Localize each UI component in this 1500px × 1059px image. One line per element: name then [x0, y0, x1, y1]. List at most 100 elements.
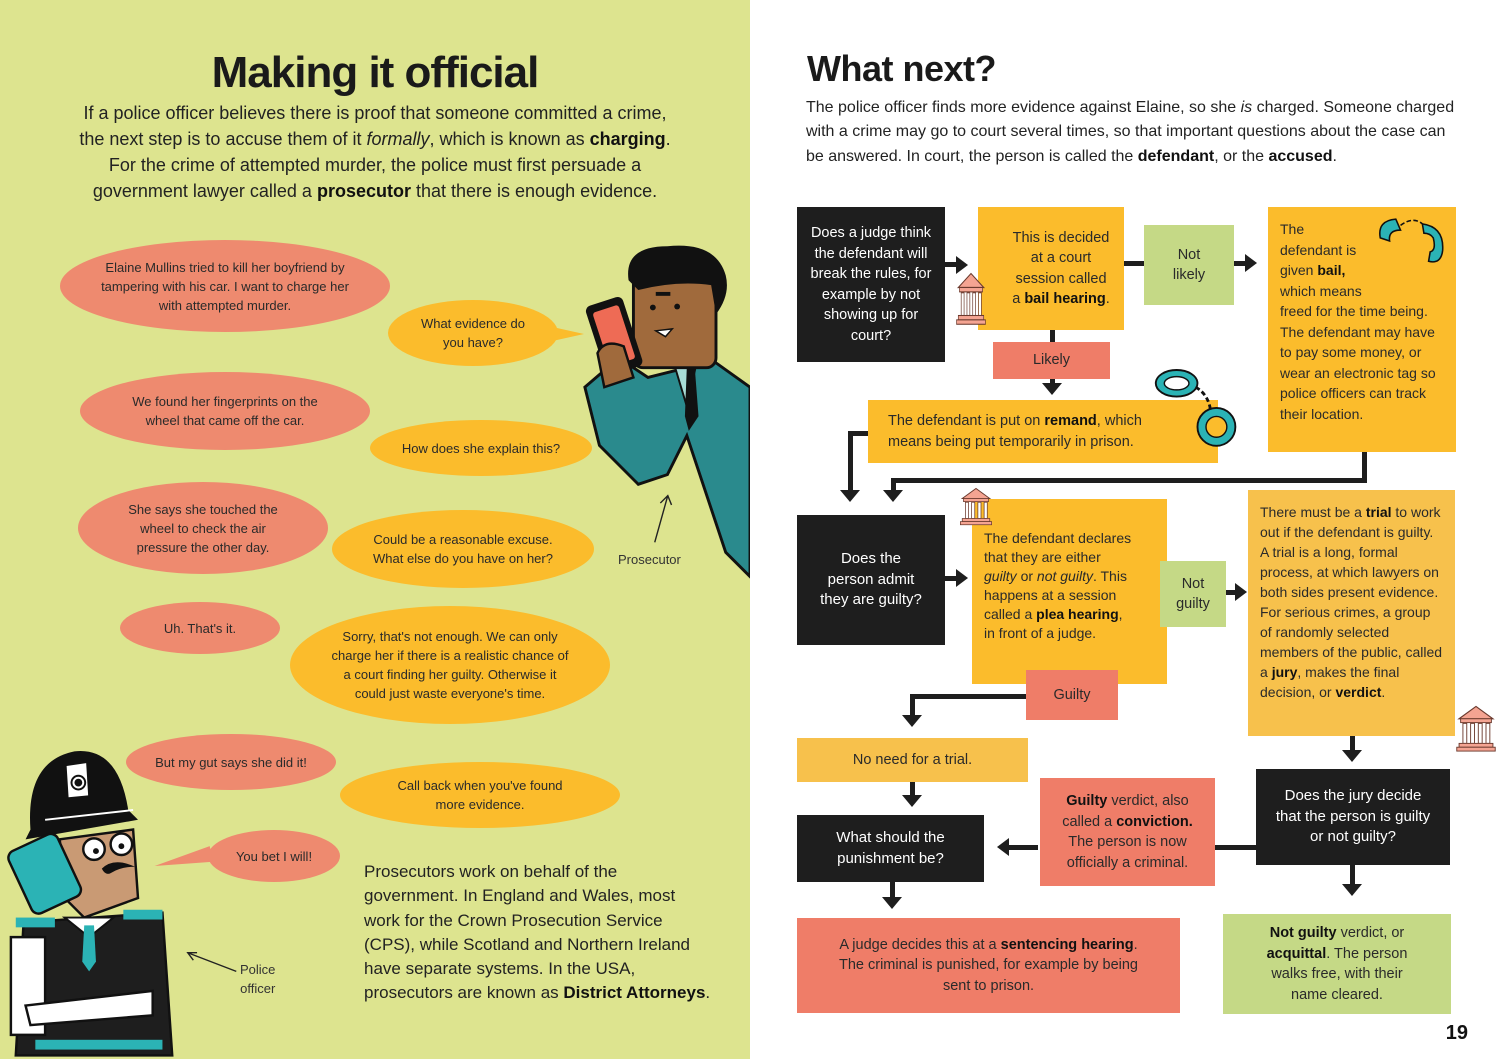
flow-question-bail: Does a judge think the defendant will br…	[797, 207, 945, 362]
arrow-down	[1042, 383, 1062, 395]
box-text: Guilty verdict, also called a conviction…	[1054, 791, 1201, 873]
term-charging: charging	[589, 129, 666, 149]
text: or	[1016, 568, 1037, 584]
footnote-text: .	[705, 983, 711, 1003]
term-verdict: verdict	[1335, 684, 1382, 700]
flow-guilty: Guilty	[1026, 670, 1118, 720]
box-text: Does a judge think the defendant will br…	[810, 225, 932, 344]
connector	[848, 431, 853, 491]
label-line: Police	[240, 962, 276, 977]
term-bail-hearing: bail hearing	[1024, 291, 1106, 307]
term-trial: trial	[1365, 504, 1392, 520]
text: The defendant declares that they are eit…	[984, 530, 1132, 565]
connector	[910, 694, 1026, 699]
police-officer-label: Police officer	[240, 960, 275, 998]
bubble-text: You bet I will!	[235, 848, 313, 864]
arrow-right	[956, 569, 968, 587]
bubble-text: But my gut says she did it!	[155, 754, 307, 770]
flow-bail-hearing: This is decided at a court session calle…	[978, 207, 1124, 330]
intro-left: If a police officer believes there is pr…	[30, 100, 720, 204]
flow-no-trial: No need for a trial.	[797, 738, 1028, 782]
intro-line: For the crime of attempted murder, the p…	[108, 155, 642, 175]
box-text: What should the punishment be?	[836, 829, 945, 867]
intro-line: that there is enough evidence.	[410, 181, 658, 201]
arrow-down	[883, 490, 903, 502]
flow-question-jury: Does the jury decide that the person is …	[1256, 769, 1450, 865]
box-text: The defendant is put on remand, which me…	[888, 411, 1146, 452]
term-acquittal: acquittal	[1266, 945, 1327, 962]
connector	[1215, 845, 1256, 850]
text: The person is now officially a criminal.	[1066, 834, 1189, 871]
speech-bubble-police: Elaine Mullins tried to kill her boyfrie…	[60, 240, 390, 332]
arrow-down	[882, 897, 902, 909]
connector	[891, 478, 1367, 483]
flow-remand: The defendant is put on remand, which me…	[868, 400, 1218, 463]
arrow-down	[902, 715, 922, 727]
text: verdict, also called a	[1062, 793, 1189, 830]
handcuffs-icon	[1154, 369, 1237, 447]
box-text: A judge decides this at a sentencing hea…	[827, 935, 1150, 997]
arrow-down	[840, 490, 860, 502]
bubble-text: Could be a reasonable excuse. What else …	[373, 532, 553, 566]
text: to work out if the defendant is guilty. …	[1260, 504, 1443, 680]
text: .	[1105, 291, 1110, 307]
connector	[1050, 330, 1055, 342]
intro-text: The police officer finds more evidence a…	[806, 99, 1241, 116]
intro-line-4-wrap: government lawyer called a prosecutor th…	[30, 178, 720, 204]
intro-line: the next step is to accuse them of it	[79, 129, 367, 149]
text: There must be a	[1260, 504, 1366, 520]
speech-bubble-police: She says she touched the wheel to check …	[78, 482, 328, 574]
bubble-text: What evidence do you have?	[420, 316, 526, 350]
intro-line: If a police officer believes there is pr…	[83, 103, 667, 123]
bubble-text: Uh. That's it.	[163, 620, 237, 636]
flow-trial: There must be a trial to work out if the…	[1248, 490, 1455, 736]
flow-not-guilty: Not guilty	[1160, 561, 1226, 627]
arrow-down	[902, 795, 922, 807]
arrow-down	[1342, 884, 1362, 896]
flow-not-likely: Not likely	[1144, 225, 1234, 305]
text: verdict, or	[1336, 925, 1405, 941]
box-text: No need for a trial.	[852, 751, 973, 768]
intro-right: The police officer finds more evidence a…	[806, 96, 1456, 169]
prosecutor-label: Prosecutor	[618, 552, 681, 567]
connector	[1124, 261, 1144, 266]
term-jury: jury	[1271, 664, 1298, 680]
intro-line: .	[665, 129, 671, 149]
connector	[1350, 736, 1355, 751]
box-text: Not guilty	[1176, 575, 1210, 613]
text: which means freed for the time being. Th…	[1280, 282, 1436, 422]
arrow-right	[1245, 254, 1257, 272]
text: A judge decides this at a	[839, 936, 1001, 953]
arrow-right	[1235, 583, 1247, 601]
arrow-down	[1342, 750, 1362, 762]
flow-likely: Likely	[993, 342, 1110, 379]
intro-line: government lawyer called a	[92, 181, 317, 201]
box-text: The defendant is given bail, which means…	[1280, 221, 1436, 422]
connector	[1008, 845, 1038, 850]
intro-line-2-wrap: the next step is to accuse them of it fo…	[30, 126, 720, 152]
box-text: Guilty	[1053, 686, 1091, 703]
bubble-text: Sorry, that's not enough. We can only ch…	[331, 629, 569, 701]
text: , in front of a judge.	[984, 606, 1123, 641]
flow-sentencing: A judge decides this at a sentencing hea…	[797, 918, 1180, 1013]
police-officer-illustration	[7, 750, 174, 1057]
connector	[1050, 379, 1055, 385]
box-text: There must be a trial to work out if the…	[1260, 502, 1443, 702]
bubble-text: She says she touched the wheel to check …	[128, 501, 278, 555]
term-defendant: defendant	[1137, 147, 1215, 165]
emphasis: not guilty	[1036, 568, 1093, 584]
box-text: Does the person admit they are guilty?	[820, 550, 922, 609]
connector	[1234, 261, 1246, 266]
intro-line: , which is known as	[429, 129, 590, 149]
term-bail: bail,	[1317, 262, 1346, 278]
flow-bail-given: The defendant is given bail, which means…	[1268, 207, 1456, 452]
footnote-paragraph: Prosecutors work on behalf of the govern…	[364, 860, 714, 1006]
connector	[1350, 865, 1355, 885]
intro-emphasis: is	[1240, 99, 1253, 116]
connector	[910, 782, 915, 796]
term-sentencing-hearing: sentencing hearing	[1000, 936, 1134, 953]
term-conviction: conviction.	[1116, 813, 1193, 830]
intro-emphasis: formally	[366, 129, 430, 149]
text: . The person walks free, with their name…	[1271, 945, 1408, 1003]
box-text: Not likely	[1172, 246, 1206, 284]
